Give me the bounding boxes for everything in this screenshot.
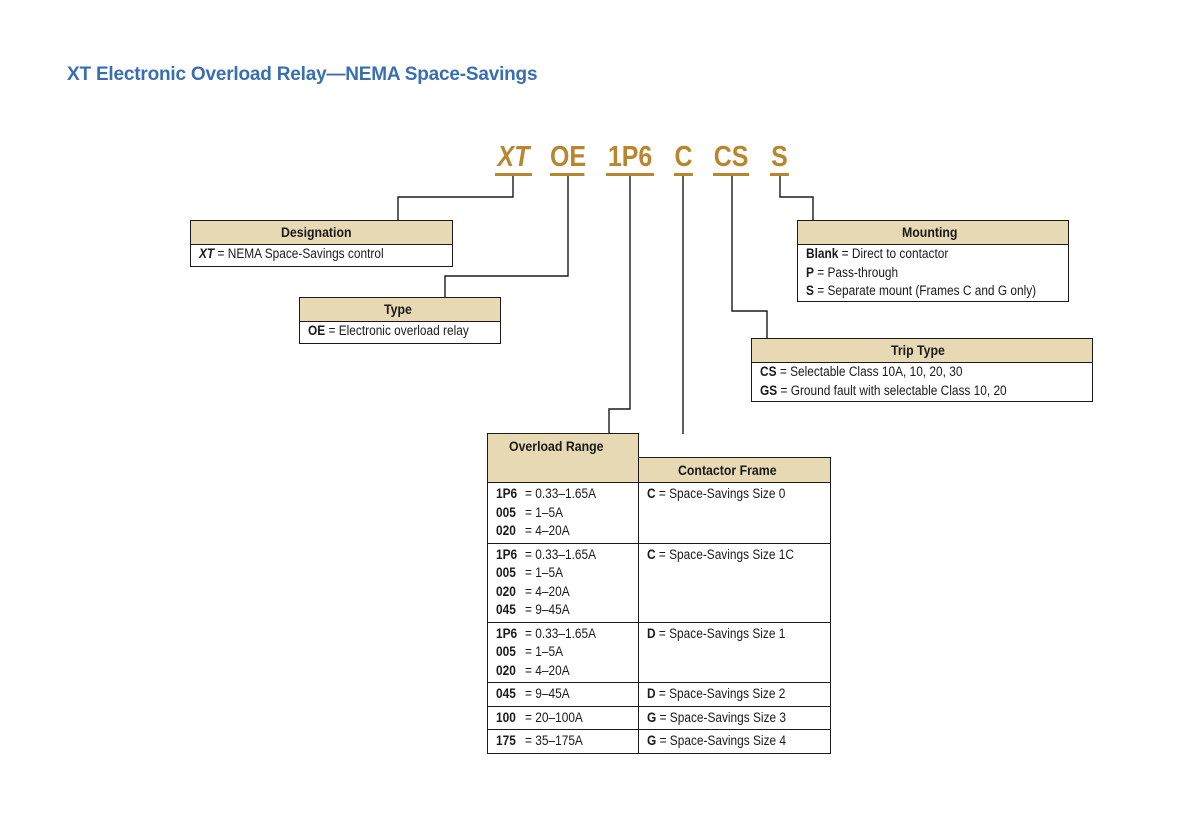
range-cell: 1P6= 0.33–1.65A 005= 1–5A 020= 4–20A — [487, 482, 639, 544]
code-trip-type: CS — [713, 141, 750, 176]
frame-cell: G = Space-Savings Size 3 — [638, 705, 831, 730]
table-row: 100= 20–100A G = Space-Savings Size 3 — [487, 705, 831, 730]
mounting-box: Mounting Blank = Direct to contactor P =… — [797, 220, 1069, 302]
connector-type — [444, 176, 569, 297]
contactor-frame-header: Contactor Frame — [638, 456, 831, 484]
range-cell: 100= 20–100A — [487, 705, 639, 730]
code-mounting: S — [770, 141, 789, 176]
frame-header-spacer — [638, 433, 831, 458]
connector-designation — [397, 176, 514, 220]
code-designation: XT — [495, 141, 532, 176]
mounting-header: Mounting — [798, 221, 1068, 245]
mounting-row: P = Pass-through — [806, 264, 899, 280]
code-type: OE — [550, 141, 586, 176]
designation-box: Designation XT = NEMA Space-Savings cont… — [190, 220, 453, 267]
table-row: 175= 35–175A G = Space-Savings Size 4 — [487, 729, 831, 754]
table-row: 1P6= 0.33–1.65A 005= 1–5A 020= 4–20A C =… — [487, 482, 831, 544]
type-box: Type OE = Electronic overload relay — [299, 297, 501, 344]
connector-overload-range — [608, 176, 631, 434]
trip-type-row: CS = Selectable Class 10A, 10, 20, 30 — [760, 364, 963, 379]
mounting-row: S = Separate mount (Frames C and G only) — [806, 283, 1037, 298]
frame-cell: C = Space-Savings Size 0 — [638, 482, 831, 544]
connector-trip-type — [731, 176, 768, 338]
frame-cell: G = Space-Savings Size 4 — [638, 729, 831, 754]
frame-cell: C = Space-Savings Size 1C — [638, 542, 831, 623]
connector-contactor-frame — [682, 176, 706, 457]
overload-frame-table: Overload Range Contactor Frame 1P6= 0.33… — [487, 433, 831, 754]
range-cell: 175= 35–175A — [487, 729, 639, 754]
table-row: 045= 9–45A D = Space-Savings Size 2 — [487, 682, 831, 707]
frame-cell: D = Space-Savings Size 1 — [638, 621, 831, 683]
connector-mounting — [779, 176, 814, 220]
trip-type-box: Trip Type CS = Selectable Class 10A, 10,… — [751, 338, 1093, 402]
trip-type-row: GS = Ground fault with selectable Class … — [760, 382, 1007, 398]
type-row: OE = Electronic overload relay — [308, 323, 469, 338]
mounting-row: Blank = Direct to contactor — [806, 246, 949, 261]
page-title: XT Electronic Overload Relay—NEMA Space-… — [67, 64, 538, 85]
overload-range-header: Overload Range — [487, 433, 639, 483]
table-row: 1P6= 0.33–1.65A 005= 1–5A 020= 4–20A 045… — [487, 542, 831, 623]
frame-cell: D = Space-Savings Size 2 — [638, 682, 831, 707]
code-contactor-frame: C — [674, 141, 693, 176]
designation-row: XT = NEMA Space-Savings control — [199, 246, 384, 261]
designation-header: Designation — [191, 221, 452, 245]
range-cell: 1P6= 0.33–1.65A 005= 1–5A 020= 4–20A — [487, 621, 639, 683]
table-row: 1P6= 0.33–1.65A 005= 1–5A 020= 4–20A D =… — [487, 621, 831, 683]
range-cell: 1P6= 0.33–1.65A 005= 1–5A 020= 4–20A 045… — [487, 542, 639, 623]
code-overload-range: 1P6 — [606, 141, 655, 176]
trip-type-header: Trip Type — [752, 339, 1092, 363]
type-header: Type — [300, 298, 500, 322]
range-cell: 045= 9–45A — [487, 682, 639, 707]
